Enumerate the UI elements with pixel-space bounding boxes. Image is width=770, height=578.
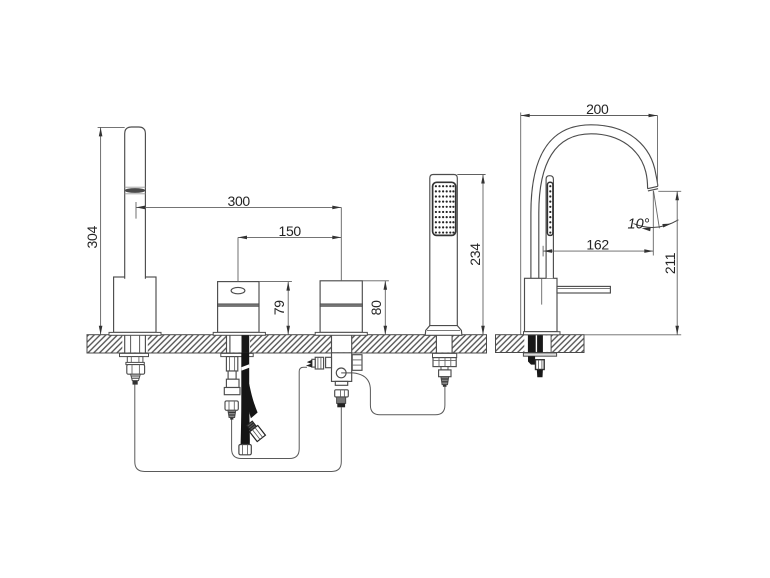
svg-text:162: 162 xyxy=(586,237,609,253)
svg-text:211: 211 xyxy=(662,252,678,274)
svg-text:304: 304 xyxy=(84,225,100,248)
svg-text:10°: 10° xyxy=(628,217,650,233)
svg-text:80: 80 xyxy=(368,300,384,315)
svg-text:234: 234 xyxy=(467,243,483,266)
svg-text:150: 150 xyxy=(278,223,301,239)
svg-text:79: 79 xyxy=(271,300,287,315)
svg-text:200: 200 xyxy=(586,101,609,117)
svg-text:300: 300 xyxy=(227,193,250,209)
